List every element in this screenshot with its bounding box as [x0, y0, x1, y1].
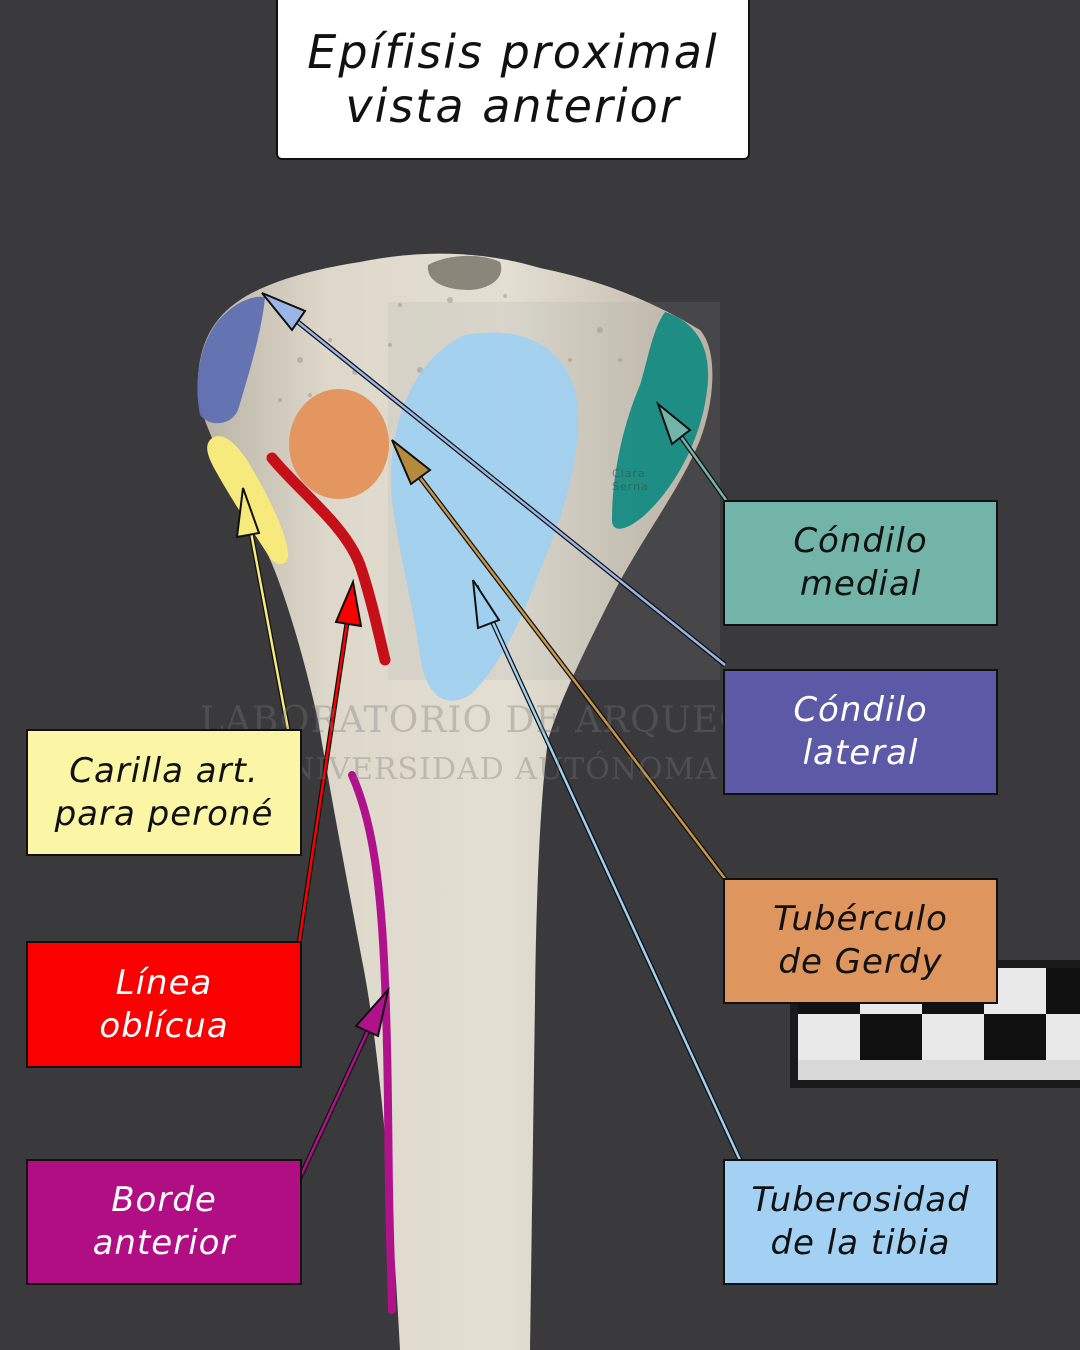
tibia-bone — [197, 253, 713, 1350]
label-borde-anterior-line2: anterior — [92, 1223, 236, 1263]
title-line1: Epífisis proximal — [307, 25, 719, 79]
label-condilo-lateral: Cóndilo lateral — [723, 669, 998, 795]
label-condilo-lateral-line2: lateral — [802, 733, 919, 773]
label-tuberosidad-tibia-line1: Tuberosidad — [751, 1180, 970, 1220]
title-line2: vista anterior — [345, 79, 681, 133]
arrow-tuberculo-gerdy — [391, 439, 728, 882]
label-condilo-medial-line2: medial — [799, 564, 922, 604]
label-tuberosidad-tibia-line2: de la tibia — [770, 1223, 951, 1263]
label-borde-anterior-line1: Borde — [111, 1180, 217, 1220]
oblique-line-region — [266, 452, 391, 666]
label-linea-oblicua-line2: oblícua — [99, 1005, 229, 1046]
label-condilo-medial-line1: Cóndilo — [793, 521, 928, 561]
medial-condyle-region — [612, 312, 709, 529]
arrow-borde-anterior — [295, 986, 390, 1184]
label-borde-anterior: Borde anterior — [26, 1159, 302, 1285]
arrow-condilo-lateral — [261, 292, 727, 667]
arrow-linea-oblicua — [295, 578, 363, 951]
label-condilo-medial: Cóndilo medial — [723, 500, 998, 626]
label-tuberosidad-tibia: Tuberosidad de la tibia — [723, 1159, 998, 1285]
label-condilo-lateral-line1: Cóndilo — [793, 690, 928, 730]
label-carilla-peroneal: Carilla art. para peroné — [26, 729, 302, 856]
label-carilla-peroneal-line2: para peroné — [54, 793, 274, 834]
watermark-author: Clara Serna — [612, 467, 649, 493]
label-tuberculo-gerdy: Tubérculo de Gerdy — [723, 878, 998, 1004]
arrow-condilo-medial — [655, 400, 729, 502]
arrow-tuberosidad-tibia — [472, 579, 743, 1162]
label-tuberculo-gerdy-line1: Tubérculo — [773, 899, 948, 939]
label-linea-oblicua: Línea oblícua — [26, 941, 302, 1068]
label-tuberculo-gerdy-line2: de Gerdy — [778, 942, 943, 982]
label-linea-oblicua-line1: Línea — [115, 962, 213, 1003]
bone-pores — [278, 294, 622, 432]
bone-defect — [427, 255, 502, 290]
arrow-carilla-peroneal — [235, 487, 293, 741]
label-carilla-peroneal-line1: Carilla art. — [69, 750, 259, 791]
anterior-border-region — [348, 771, 396, 1314]
title-box: Epífisis proximal vista anterior — [276, 0, 750, 160]
gerdy-tubercle-region — [289, 389, 389, 499]
tuberosity-region — [391, 332, 579, 701]
lateral-condyle-region — [197, 296, 265, 424]
